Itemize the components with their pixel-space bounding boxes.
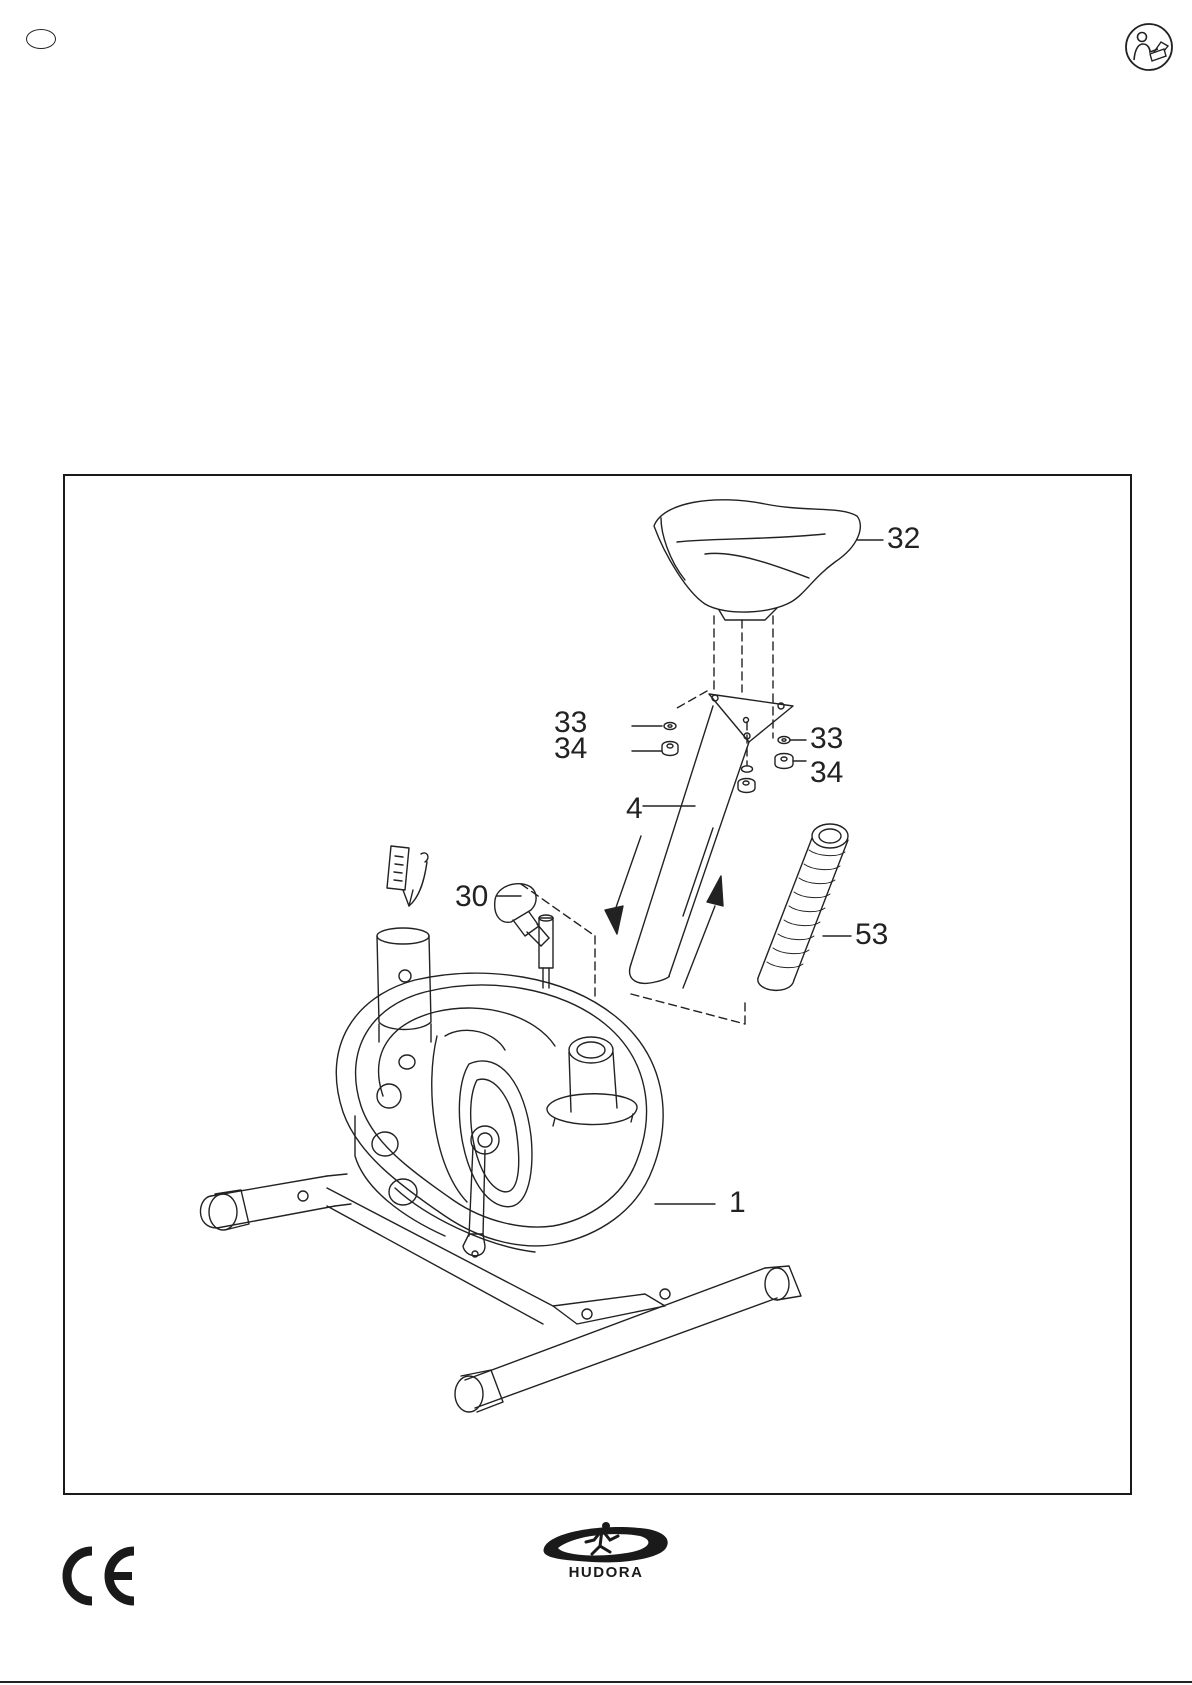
seat-post-drawing	[630, 694, 793, 983]
language-badge	[26, 29, 56, 49]
part-label-53: 53	[855, 920, 888, 950]
part-label-33-right: 33	[810, 724, 843, 754]
exploded-assembly-drawing	[65, 476, 1134, 1497]
bottom-rule	[0, 1681, 1192, 1683]
handle-post-drawing	[377, 846, 431, 1042]
part-label-34-left: 34	[554, 734, 587, 764]
adjustment-knob-drawing	[495, 884, 549, 946]
read-manual-icon	[1124, 22, 1174, 72]
main-frame-drawing	[336, 973, 663, 1257]
leader-lines	[497, 540, 883, 1204]
part-label-32: 32	[887, 524, 920, 554]
saddle-drawing	[654, 500, 860, 620]
hudora-logo: HUDORA	[536, 1520, 676, 1584]
ce-mark	[56, 1545, 138, 1607]
part-label-34-right: 34	[810, 758, 843, 788]
hudora-logo-mark	[536, 1520, 676, 1564]
part-label-1: 1	[729, 1188, 746, 1218]
part-label-4: 4	[626, 794, 643, 824]
alignment-lines-saddle	[677, 616, 773, 766]
brand-wordmark: HUDORA	[536, 1564, 676, 1581]
part-label-30: 30	[455, 882, 488, 912]
spring-cover-drawing	[758, 824, 848, 990]
base-stabilisers-drawing	[200, 1174, 801, 1412]
assembly-figure-frame: 32 33 34 33 34 4 30 53 1	[63, 474, 1132, 1495]
frame-pin-drawing	[539, 915, 553, 988]
insertion-guides	[521, 884, 745, 1024]
